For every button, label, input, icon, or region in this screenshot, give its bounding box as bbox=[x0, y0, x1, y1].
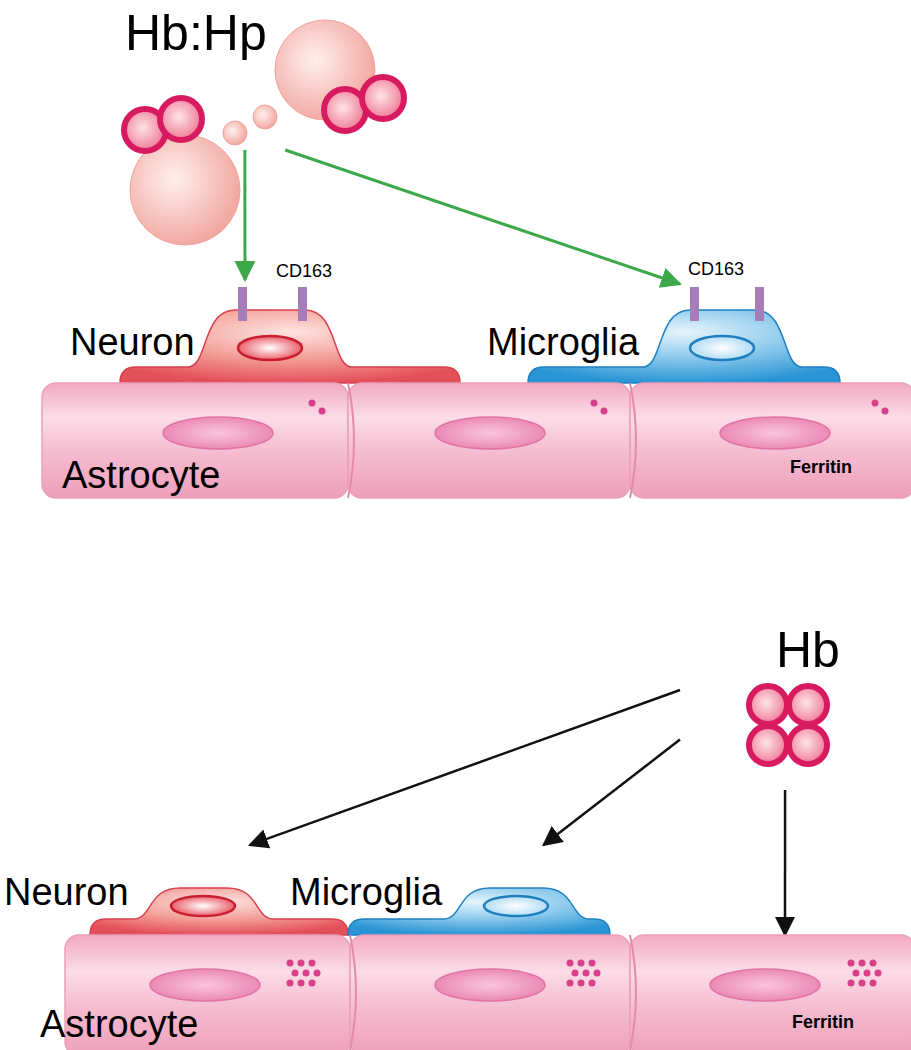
astrocyte-band: Astrocyte Ferritin bbox=[30, 935, 911, 1050]
microglia-cell: Microglia bbox=[286, 845, 612, 935]
astrocyte-segment bbox=[350, 935, 630, 1050]
ferritin-dot bbox=[567, 960, 574, 967]
hemoglobin-subunit bbox=[160, 98, 202, 140]
ferritin-dot bbox=[591, 400, 598, 407]
segment-junction bbox=[348, 383, 354, 498]
node-note: Ferritin bbox=[792, 1013, 854, 1033]
astrocyte-band: Astrocyte Ferritin bbox=[42, 383, 911, 498]
binding-arrow bbox=[243, 150, 246, 280]
ferritin-dot bbox=[859, 960, 866, 967]
linker-domain bbox=[223, 121, 247, 145]
cd163-receptor bbox=[238, 287, 247, 321]
ferritin-dot bbox=[287, 960, 294, 967]
hemoglobin-subunit bbox=[749, 726, 787, 764]
node-title: Hb:Hp bbox=[125, 6, 267, 61]
segment-junction bbox=[630, 383, 636, 498]
astrocyte-nucleus bbox=[163, 417, 273, 449]
hemoglobin-tetramer: Hb bbox=[680, 622, 870, 790]
node-title: Neuron bbox=[4, 872, 129, 914]
ferritin-dot bbox=[292, 970, 299, 977]
astrocyte-nucleus bbox=[435, 969, 545, 1001]
microglia-cell: Microglia bbox=[482, 284, 852, 383]
ferritin-dot bbox=[309, 980, 316, 987]
hemoglobin-subunit bbox=[789, 726, 827, 764]
ferritin-dot bbox=[864, 970, 871, 977]
binding-arrow bbox=[784, 790, 787, 935]
ferritin-dot bbox=[853, 970, 860, 977]
segment-junction bbox=[350, 935, 356, 1050]
astrocyte-nucleus bbox=[435, 417, 545, 449]
ferritin-dot bbox=[572, 970, 579, 977]
neuron-cell: Neuron bbox=[65, 280, 465, 383]
hemoglobin-subunit bbox=[749, 686, 787, 724]
ferritin-dot bbox=[601, 408, 608, 415]
linker-domain bbox=[253, 105, 277, 129]
ferritin-dot bbox=[309, 400, 316, 407]
node-title: Astrocyte bbox=[40, 1004, 198, 1046]
binding-arrow bbox=[285, 150, 680, 284]
cd163-receptor bbox=[298, 287, 307, 321]
node-title: Microglia bbox=[290, 872, 442, 914]
astrocyte-nucleus bbox=[710, 969, 820, 1001]
receptor-label: CD163 bbox=[276, 262, 332, 282]
ferritin-dot bbox=[298, 980, 305, 987]
ferritin-dot bbox=[589, 980, 596, 987]
astrocyte-segment bbox=[42, 383, 348, 498]
node-title: Astrocyte bbox=[62, 455, 220, 497]
ferritin-dot bbox=[848, 980, 855, 987]
ferritin-dot bbox=[319, 408, 326, 415]
astrocyte-segment bbox=[630, 935, 911, 1050]
ferritin-dot bbox=[309, 960, 316, 967]
astrocyte-segment bbox=[630, 383, 911, 498]
receptor-label: CD163 bbox=[688, 260, 744, 280]
ferritin-dot bbox=[859, 980, 866, 987]
binding-arrow bbox=[250, 690, 680, 845]
ferritin-dot bbox=[287, 980, 294, 987]
ferritin-dot bbox=[578, 980, 585, 987]
ferritin-dot bbox=[872, 400, 879, 407]
ferritin-dot bbox=[314, 970, 321, 977]
ferritin-dot bbox=[848, 960, 855, 967]
ferritin-dot bbox=[303, 970, 310, 977]
ferritin-dot bbox=[594, 970, 601, 977]
ferritin-dot bbox=[583, 970, 590, 977]
nucleus bbox=[171, 896, 235, 916]
nucleus bbox=[238, 336, 302, 360]
node-note: Ferritin bbox=[790, 458, 852, 478]
astrocyte-nucleus bbox=[720, 417, 830, 449]
hemoglobin-subunit bbox=[362, 77, 404, 119]
hb-hp-complex: Hb:Hp bbox=[95, 0, 465, 150]
astrocyte-nucleus bbox=[150, 969, 260, 1001]
node-title: Microglia bbox=[487, 322, 639, 364]
nucleus bbox=[484, 896, 548, 916]
ferritin-dot bbox=[589, 960, 596, 967]
ferritin-dot bbox=[567, 980, 574, 987]
ferritin-dot bbox=[875, 970, 882, 977]
ferritin-dot bbox=[870, 980, 877, 987]
cd163-receptor bbox=[690, 287, 699, 321]
ferritin-dot bbox=[870, 960, 877, 967]
nucleus bbox=[690, 336, 754, 360]
ferritin-dot bbox=[298, 960, 305, 967]
hemoglobin-subunit bbox=[789, 686, 827, 724]
astrocyte-segment bbox=[348, 383, 630, 498]
ferritin-dot bbox=[578, 960, 585, 967]
node-title: Hb bbox=[776, 623, 840, 678]
cd163-receptor bbox=[755, 287, 764, 321]
node-title: Neuron bbox=[70, 322, 195, 364]
node-outline bbox=[680, 622, 870, 790]
segment-junction bbox=[630, 935, 636, 1050]
ferritin-dot bbox=[882, 408, 889, 415]
binding-arrow bbox=[544, 740, 680, 845]
